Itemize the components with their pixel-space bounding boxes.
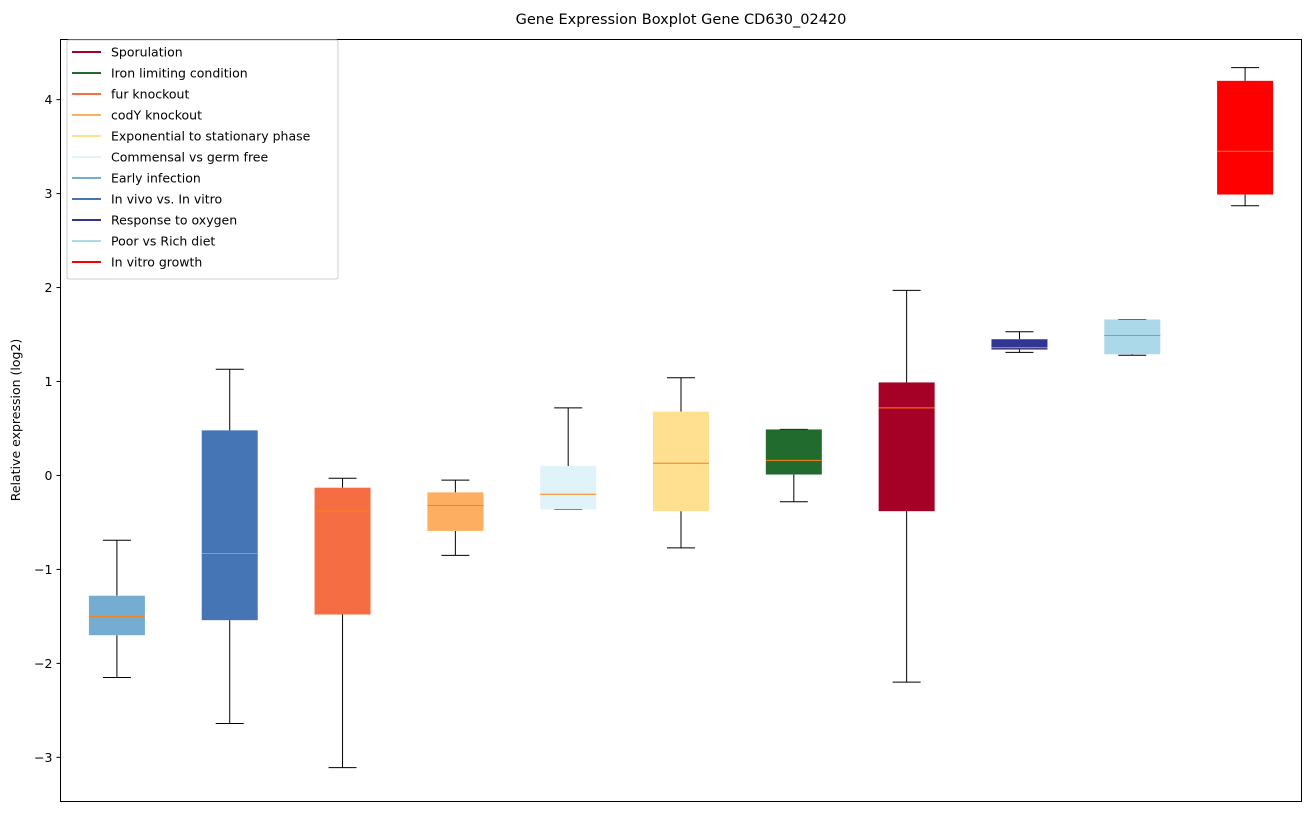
box-poor-vs-rich-diet bbox=[1104, 318, 1161, 356]
box-body bbox=[878, 382, 935, 512]
box-exponential-to-stationary-phase bbox=[653, 377, 709, 549]
legend-item: In vivo vs. In vitro bbox=[72, 192, 222, 207]
box-sporulation bbox=[878, 289, 935, 683]
box-iron-limiting-condition bbox=[765, 428, 822, 503]
legend-label: Poor vs Rich diet bbox=[111, 234, 215, 249]
y-axis: −3 −2 −1 0 1 2 3 4 bbox=[34, 92, 61, 765]
legend-item: Poor vs Rich diet bbox=[72, 234, 215, 249]
box-body bbox=[1217, 80, 1274, 195]
box-in-vivo-vs-in-vitro bbox=[201, 368, 258, 725]
y-tick-label: 3 bbox=[45, 186, 53, 201]
box-body bbox=[201, 430, 258, 621]
y-tick-label: −3 bbox=[34, 750, 52, 765]
box-body bbox=[1104, 319, 1161, 355]
legend-label: codY knockout bbox=[111, 108, 202, 123]
legend-label: Sporulation bbox=[111, 45, 183, 60]
legend-item: fur knockout bbox=[72, 87, 189, 102]
box-body bbox=[765, 429, 822, 475]
y-axis-label: Relative expression (log2) bbox=[8, 339, 23, 502]
box-cody-knockout bbox=[427, 479, 484, 556]
y-tick-label: 1 bbox=[45, 374, 53, 389]
box-body bbox=[427, 492, 484, 531]
y-tick-label: −2 bbox=[34, 656, 52, 671]
box-body bbox=[540, 466, 597, 510]
legend-label: Commensal vs germ free bbox=[111, 150, 268, 165]
box-fur-knockout bbox=[314, 477, 371, 769]
legend-item: Commensal vs germ free bbox=[72, 150, 268, 165]
legend-label: Exponential to stationary phase bbox=[111, 129, 311, 144]
legend-frame bbox=[66, 39, 339, 280]
box-body bbox=[653, 411, 709, 512]
legend-item: Iron limiting condition bbox=[72, 66, 248, 81]
legend-label: Response to oxygen bbox=[111, 213, 237, 228]
legend-item: Sporulation bbox=[72, 45, 183, 60]
legend-label: fur knockout bbox=[111, 87, 189, 102]
chart-title: Gene Expression Boxplot Gene CD630_02420 bbox=[516, 12, 847, 28]
y-tick-label: 4 bbox=[45, 92, 53, 107]
legend-label: Early infection bbox=[111, 171, 201, 186]
legend-item: In vitro growth bbox=[72, 255, 202, 270]
legend-item: Response to oxygen bbox=[72, 213, 237, 228]
box-in-vitro-growth bbox=[1217, 67, 1274, 207]
box-early-infection bbox=[88, 539, 145, 678]
legend-label: In vitro growth bbox=[111, 255, 202, 270]
boxes-group bbox=[88, 67, 1274, 769]
legend-item: codY knockout bbox=[72, 108, 202, 123]
legend-label: In vivo vs. In vitro bbox=[111, 192, 222, 207]
box-commensal-vs-germ-free bbox=[540, 407, 597, 510]
y-tick-label: −1 bbox=[34, 562, 52, 577]
legend-item: Exponential to stationary phase bbox=[72, 129, 311, 144]
plot-frame bbox=[60, 39, 1302, 802]
y-tick-label: 2 bbox=[45, 280, 53, 295]
legend-item: Early infection bbox=[72, 171, 201, 186]
box-body bbox=[314, 487, 371, 615]
box-body bbox=[991, 339, 1048, 350]
box-response-to-oxygen bbox=[991, 331, 1048, 353]
legend-label: Iron limiting condition bbox=[111, 66, 248, 81]
box-body bbox=[88, 595, 145, 636]
y-tick-label: 0 bbox=[45, 468, 53, 483]
